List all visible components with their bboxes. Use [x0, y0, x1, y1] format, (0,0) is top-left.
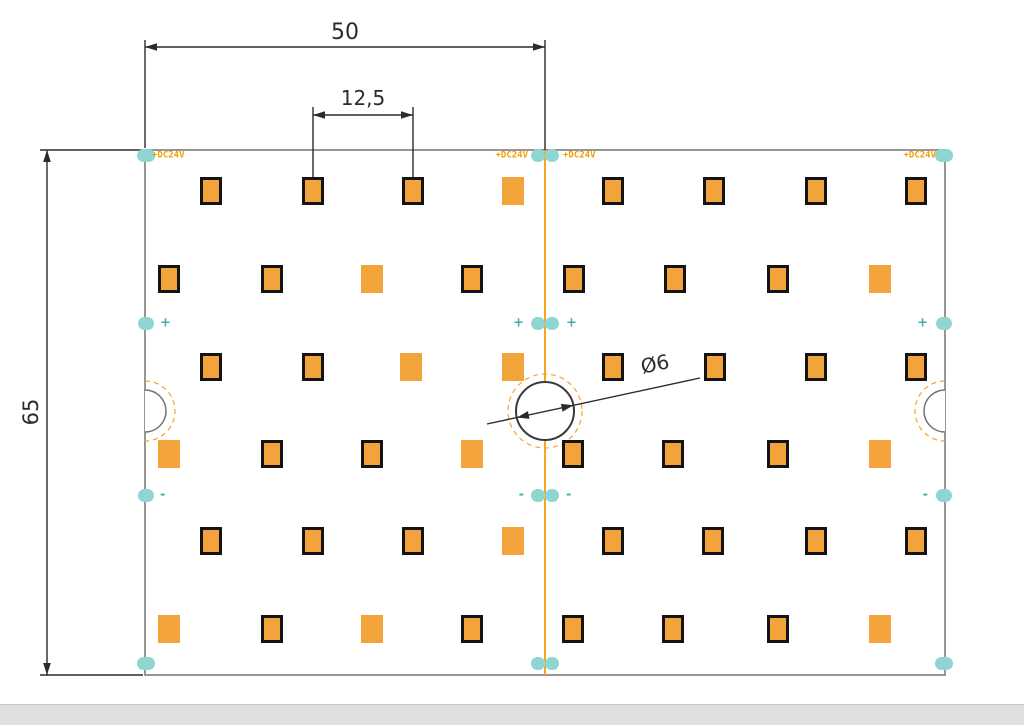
led-pad [502, 353, 524, 381]
right-notch [923, 389, 946, 433]
dim-led-pitch-linework [312, 107, 414, 177]
dim-pitch-label: 12,5 [340, 86, 386, 110]
voltage-label: +DC24V [495, 150, 528, 161]
polarity-minus-mark: - [922, 487, 928, 503]
led-pad [704, 353, 726, 381]
led-pad [461, 440, 483, 468]
led-pad [905, 353, 927, 381]
solder-pad [545, 488, 559, 502]
voltage-label: +DC24V [563, 150, 596, 161]
led-pad [461, 265, 483, 293]
solder-pad [137, 656, 155, 670]
right-notch-clearance [914, 380, 946, 442]
led-pad [200, 527, 222, 555]
led-pad [302, 527, 324, 555]
solder-pad [936, 316, 952, 330]
led-pad [461, 615, 483, 643]
polarity-plus-mark: + [566, 315, 577, 331]
led-pad [158, 265, 180, 293]
led-pad [662, 440, 684, 468]
solder-pad [935, 148, 953, 162]
led-pad [502, 527, 524, 555]
led-pad [869, 265, 891, 293]
dim-width-label: 50 [331, 20, 359, 45]
bottom-gray-strip [0, 704, 1024, 725]
led-pad [261, 615, 283, 643]
led-pad [361, 440, 383, 468]
polarity-plus-mark: + [917, 315, 928, 331]
led-pad [602, 177, 624, 205]
led-pad [702, 527, 724, 555]
mounting-hole-clearance [507, 373, 583, 449]
polarity-plus-mark: + [513, 315, 524, 331]
led-pad [662, 615, 684, 643]
dim-module-width-linework [144, 40, 546, 150]
led-pad [158, 440, 180, 468]
led-pad [767, 615, 789, 643]
led-pad [767, 440, 789, 468]
led-pad [158, 615, 180, 643]
voltage-label: +DC24V [903, 150, 936, 161]
led-pad [805, 353, 827, 381]
led-pad [402, 527, 424, 555]
led-pad [261, 265, 283, 293]
solder-pad [935, 656, 953, 670]
led-pad [200, 353, 222, 381]
led-pad [805, 177, 827, 205]
led-pad [563, 265, 585, 293]
led-pad [767, 265, 789, 293]
solder-pad [531, 148, 545, 162]
led-pad [869, 440, 891, 468]
solder-pad [936, 488, 952, 502]
solder-pad [137, 148, 155, 162]
dim-height-label: 65 [19, 398, 43, 426]
left-notch-clearance [144, 380, 176, 442]
solder-pad [545, 148, 559, 162]
voltage-label: +DC24V [152, 150, 185, 161]
led-pad [562, 440, 584, 468]
led-pad [200, 177, 222, 205]
solder-pad [138, 316, 154, 330]
polarity-plus-mark: + [160, 315, 171, 331]
led-pad [664, 265, 686, 293]
led-pad [602, 527, 624, 555]
led-pad [302, 177, 324, 205]
led-pad [400, 353, 422, 381]
solder-pad [138, 488, 154, 502]
polarity-minus-mark: - [566, 487, 572, 503]
led-pad [602, 353, 624, 381]
led-pad [361, 265, 383, 293]
led-pad [905, 527, 927, 555]
polarity-minus-mark: - [518, 487, 524, 503]
dim-hole-diameter-linework [486, 377, 701, 425]
left-notch [144, 389, 167, 433]
led-pad [805, 527, 827, 555]
led-pad [703, 177, 725, 205]
led-pad [302, 353, 324, 381]
solder-pad [531, 488, 545, 502]
led-pad [562, 615, 584, 643]
led-pad [261, 440, 283, 468]
solder-pad [531, 316, 545, 330]
dim-board-height-linework [40, 149, 143, 676]
polarity-minus-mark: - [160, 487, 166, 503]
led-pad [361, 615, 383, 643]
solder-pad [545, 316, 559, 330]
led-pad [905, 177, 927, 205]
led-pad [402, 177, 424, 205]
led-pad [502, 177, 524, 205]
led-pad [869, 615, 891, 643]
solder-pad [531, 656, 545, 670]
solder-pad [545, 656, 559, 670]
